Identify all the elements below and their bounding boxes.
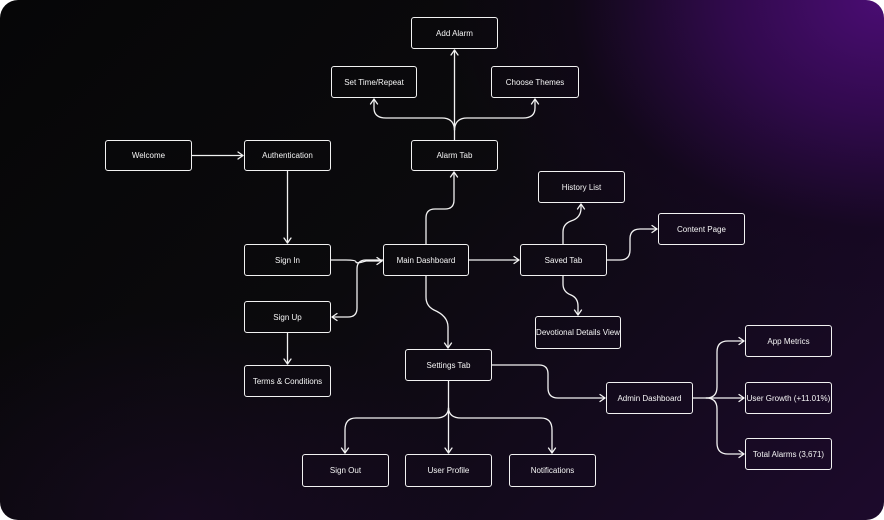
node-terms-conditions[interactable]: Terms & Conditions [244,365,331,397]
node-label: Content Page [677,224,726,234]
edge-main-dashboard-alarm-tab [425,171,455,245]
arrowhead [576,203,586,210]
node-label: Main Dashboard [396,255,456,265]
node-authentication[interactable]: Authentication [244,140,331,171]
node-main-dashboard[interactable]: Main Dashboard [383,244,469,276]
node-label: Devotional Details View [536,328,620,337]
node-content-page[interactable]: Content Page [658,213,745,245]
arrowhead [738,393,745,403]
edge-admin-total-alarms [705,397,745,455]
arrowhead [738,336,745,346]
arrowhead [369,98,379,105]
node-label: Admin Dashboard [617,393,682,403]
arrowhead [599,393,606,403]
node-choose-themes[interactable]: Choose Themes [491,66,579,98]
node-welcome[interactable]: Welcome [105,140,192,171]
node-admin-dashboard[interactable]: Admin Dashboard [606,382,693,414]
node-label: User Profile [427,466,470,475]
node-label: Authentication [262,151,313,160]
node-label: Set Time/Repeat [344,77,404,87]
node-user-profile[interactable]: User Profile [405,454,492,487]
node-label: Total Alarms (3,671) [752,449,825,459]
arrowhead [340,447,350,454]
arrowhead [331,312,338,322]
arrowhead [283,358,292,365]
arrowhead [376,256,383,266]
node-settings-tab[interactable]: Settings Tab [405,349,492,381]
edge-settings-notifications [447,407,553,454]
node-label: User Growth (+11.01%) [746,393,831,403]
node-label: Sign Out [329,466,362,475]
node-notifications[interactable]: Notifications [509,454,596,487]
arrowhead [449,171,459,178]
edge-saved-tab-content [606,228,658,261]
node-set-time-repeat[interactable]: Set Time/Repeat [331,66,417,98]
edge-settings-admin [491,364,606,399]
arrowhead [444,447,453,454]
edge-main-dashboard-sign-up [331,259,384,318]
node-devotional-details-view[interactable]: Devotional Details View [535,316,621,349]
node-label: App Metrics [767,336,810,346]
arrowhead [547,447,557,454]
node-label: Saved Tab [544,255,583,265]
node-sign-in[interactable]: Sign In [244,244,331,276]
node-sign-out[interactable]: Sign Out [302,454,389,487]
node-saved-tab[interactable]: Saved Tab [520,244,607,276]
node-user-growth[interactable]: User Growth (+11.01%) [745,382,832,414]
edge-saved-tab-devotional [562,275,579,316]
edge-alarm-tab-choose-themes [453,98,536,131]
node-label: Sign In [275,255,300,265]
node-label: Notifications [530,466,575,475]
node-label: Settings Tab [426,360,471,370]
arrowhead [450,49,459,56]
arrowhead [283,237,292,244]
node-sign-up[interactable]: Sign Up [244,301,331,333]
arrowhead [573,309,583,316]
node-label: Alarm Tab [436,151,473,160]
node-total-alarms[interactable]: Total Alarms (3,671) [745,438,832,470]
node-label: Terms & Conditions [252,376,323,386]
edge-main-dashboard-settings [425,275,449,349]
edge-settings-sign-out [344,407,450,454]
arrowhead [237,151,244,160]
node-label: Sign Up [273,312,302,322]
arrowhead [513,255,520,265]
node-label: Choose Themes [505,77,565,87]
arrowhead [651,224,658,234]
edge-admin-app-metrics [705,340,745,399]
node-add-alarm[interactable]: Add Alarm [411,17,498,49]
arrowhead [738,449,745,459]
edge-alarm-tab-set-time [373,98,456,131]
edge-sign-in-main-dashboard [330,259,383,264]
arrowhead [530,98,540,105]
edge-saved-tab-history [562,203,582,245]
node-label: Add Alarm [436,28,473,38]
node-label: Welcome [131,151,166,160]
arrowhead [443,342,453,349]
node-history-list[interactable]: History List [538,171,625,203]
node-alarm-tab[interactable]: Alarm Tab [411,140,498,171]
node-app-metrics[interactable]: App Metrics [745,325,832,357]
node-label: History List [561,182,602,192]
